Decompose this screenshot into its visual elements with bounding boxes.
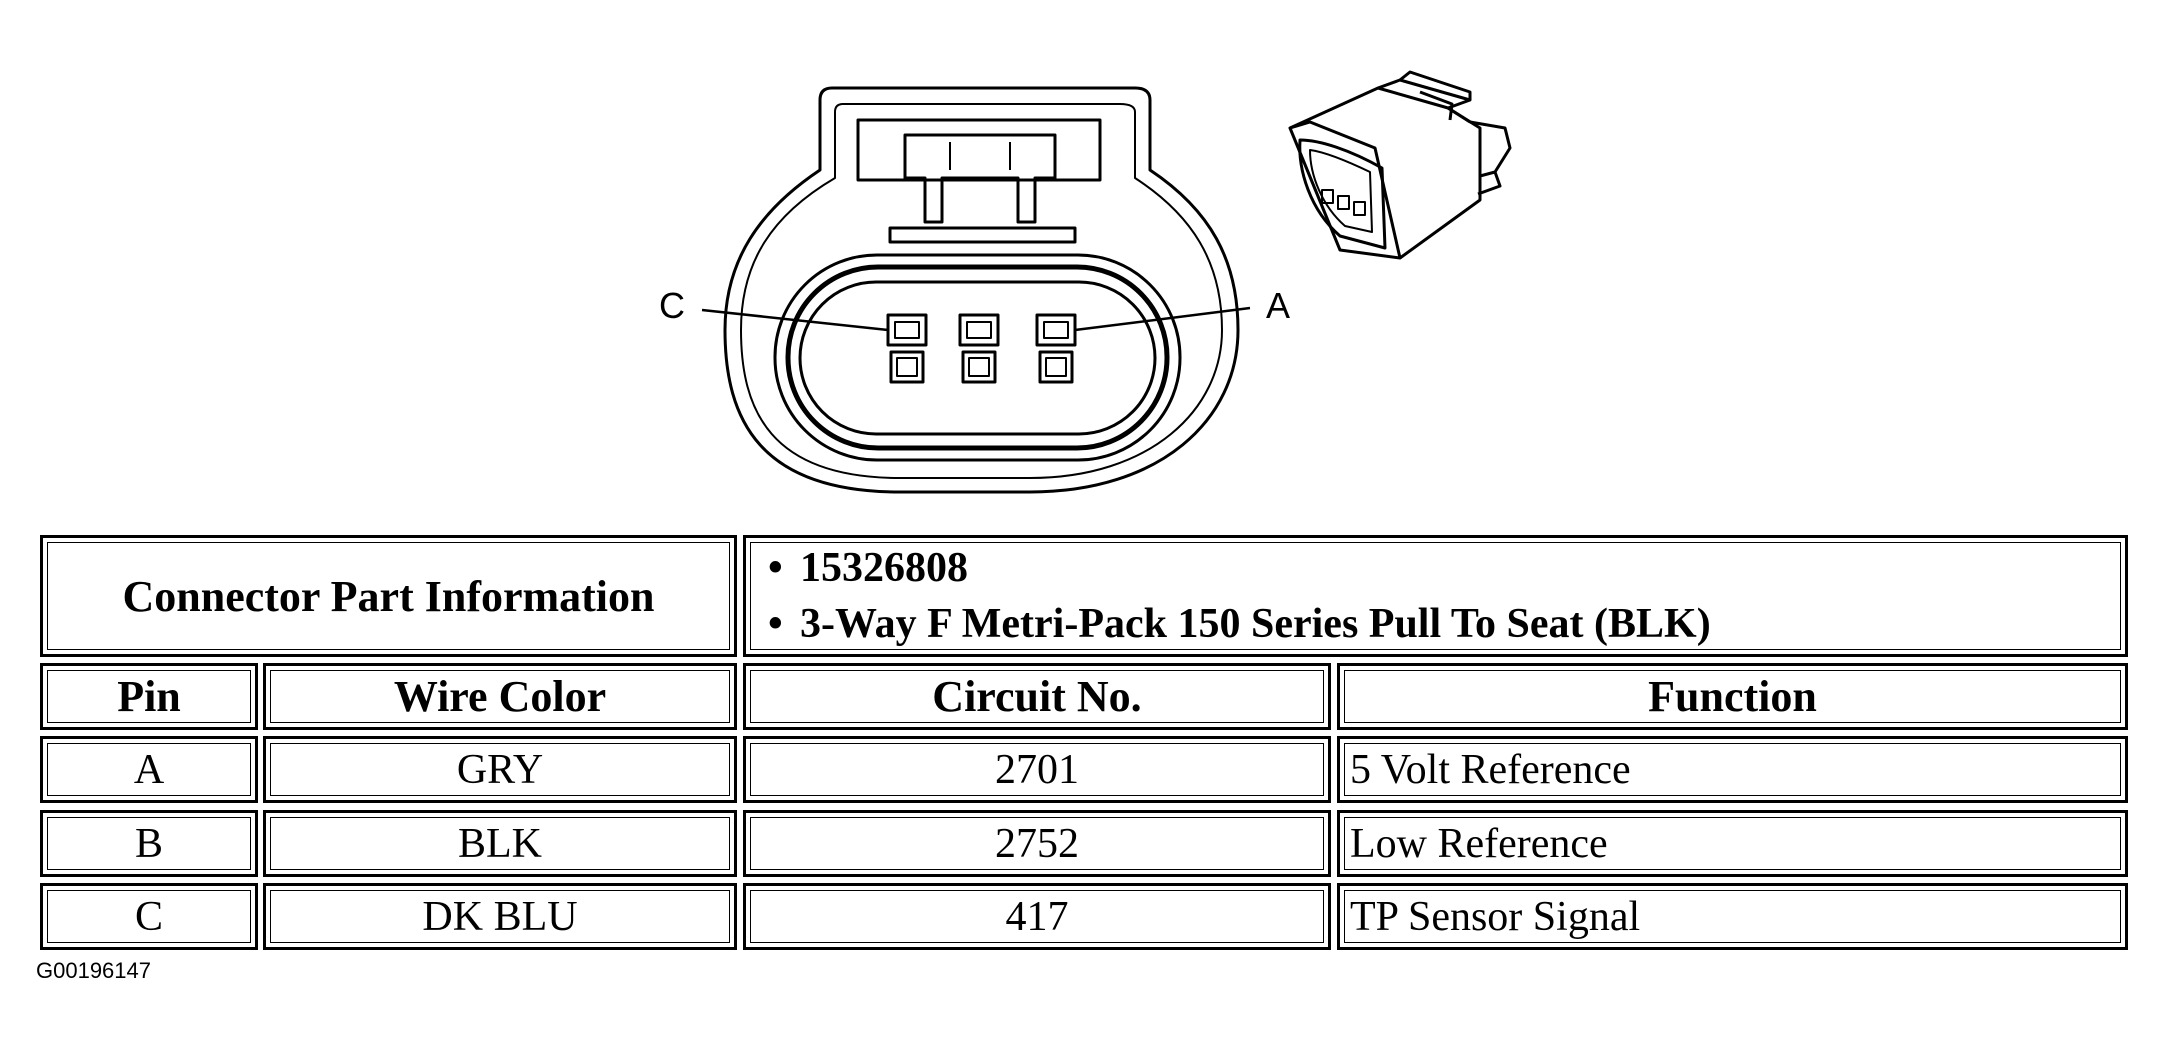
pin-label-c: C	[659, 285, 685, 326]
table-row-b-circuit: 2752	[743, 810, 1331, 877]
connector-housing-outline	[723, 86, 1240, 494]
connector-diagram: C A	[659, 70, 1512, 494]
table-row-a-circuit: 2701	[743, 736, 1331, 803]
connector-seal-outer	[773, 253, 1182, 462]
connector-latch	[903, 133, 1057, 224]
info-item-description: 3-Way F Metri-Pack 150 Series Pull To Se…	[768, 596, 1711, 652]
table-row-c-function: TP Sensor Signal	[1337, 883, 2128, 950]
info-items-cell: 15326808 3-Way F Metri-Pack 150 Series P…	[743, 535, 2128, 657]
table-row-c-circuit: 417	[743, 883, 1331, 950]
leader-line-a	[1074, 306, 1251, 332]
table-row-a-function: 5 Volt Reference	[1337, 736, 2128, 803]
table-row-b-pin: B	[40, 810, 258, 877]
column-header-circuit: Circuit No.	[743, 663, 1331, 730]
connector-isometric-view	[1288, 70, 1512, 260]
info-items-list: 15326808 3-Way F Metri-Pack 150 Series P…	[756, 540, 1711, 652]
connector-housing-inner-outline	[740, 103, 1223, 479]
info-header-label: Connector Part Information	[122, 571, 655, 621]
info-item-part-number: 15326808	[768, 540, 1711, 596]
table-row-c-pin: C	[40, 883, 258, 950]
figure-id: G00196147	[36, 958, 151, 983]
info-header-cell: Connector Part Information	[40, 535, 737, 657]
leader-line-c	[701, 308, 889, 332]
connector-seal-inner	[798, 280, 1157, 436]
column-header-pin: Pin	[40, 663, 258, 730]
column-header-wire-color: Wire Color	[263, 663, 737, 730]
table-row-c-wire-color: DK BLU	[263, 883, 737, 950]
table-row-b-wire-color: BLK	[263, 810, 737, 877]
connector-seal-middle	[785, 264, 1170, 451]
table-row-a-pin: A	[40, 736, 258, 803]
table-row-b-function: Low Reference	[1337, 810, 2128, 877]
pin-cavity-a	[1035, 313, 1077, 384]
pin-cavity-c	[886, 313, 928, 384]
column-header-function: Function	[1337, 663, 2128, 730]
table-row-a-wire-color: GRY	[263, 736, 737, 803]
pin-label-a: A	[1266, 285, 1290, 326]
connector-latch-frame	[856, 118, 1102, 182]
pin-cavity-b	[958, 313, 1000, 384]
